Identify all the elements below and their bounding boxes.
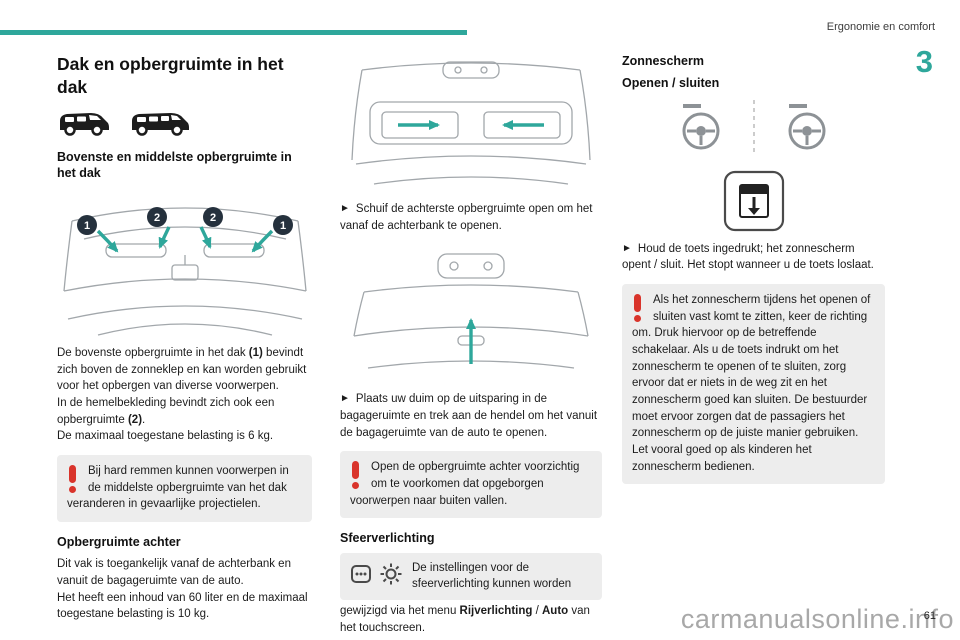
ambient-lighting-icon <box>351 564 371 583</box>
body-paragraph: Het heeft een inhoud van 60 liter en de … <box>57 591 308 621</box>
warning-exclamation-icon <box>69 465 77 494</box>
boot-handle-pull-illustration <box>353 253 589 369</box>
ref-2: (2) <box>127 413 143 426</box>
step-arrow-icon: ► <box>340 203 350 214</box>
page-number: 61 <box>923 610 936 622</box>
headliner-line-art <box>351 61 591 185</box>
roof-storage-overview-illustration: 1 2 2 1 <box>62 207 307 336</box>
sunshade-switch-icon <box>738 183 769 218</box>
warning-exclamation-icon <box>352 461 360 490</box>
warning-box-open-carefully: Open de opbergruimte achter voorzichtig … <box>340 451 602 519</box>
warning-text: Open de opbergruimte achter voorzichtig … <box>350 461 580 507</box>
watermark: carmanualsonline.info <box>680 604 954 634</box>
roof-line-art <box>62 207 307 336</box>
section-heading-ambient-lighting: Sfeerverlichting <box>340 531 435 546</box>
column-middle: ►Schuif de achterste opbergruimte open o… <box>340 48 602 636</box>
page-title: Dak en opbergruimte in het dak <box>57 54 284 97</box>
info-box-ambient-lighting: De instellingen voor de sfeerverlichting… <box>340 552 602 600</box>
menu-driving-lighting: Rijverlichting <box>459 604 533 617</box>
badge-1-left: 1 <box>83 220 89 232</box>
sunshade-switch-illustration <box>723 170 784 231</box>
steering-wheel-icon <box>788 103 825 149</box>
warning-exclamation-icon <box>634 293 642 322</box>
section-accent-bar <box>0 30 467 35</box>
steering-wheel-icon <box>682 103 719 149</box>
step-instruction-slide-open: ►Schuif de achterste opbergruimte open o… <box>340 203 593 232</box>
body-paragraph: Dit vak is toegankelijk vanaf de achterb… <box>57 558 291 587</box>
ref-1: (1) <box>248 347 263 359</box>
step-arrow-icon: ► <box>340 393 350 405</box>
sunshade-positions-illustration <box>682 99 825 154</box>
column-left: Dak en opbergruimte in het dak Bovenste … <box>57 53 312 623</box>
column-right: Zonnescherm Openen / sluiten <box>622 53 885 490</box>
badge-1-right: 1 <box>279 220 285 232</box>
body-paragraph: In de hemelbekleding bevindt zich ook ee… <box>57 397 275 426</box>
badge-2-right: 2 <box>209 212 215 224</box>
ambient-box-text: De instellingen voor de sfeerverlichting… <box>412 561 572 591</box>
van-long-icon <box>132 112 189 136</box>
section-heading-rear-storage: Opbergruimte achter <box>57 535 181 550</box>
storage-direction-arrows <box>96 226 273 253</box>
storage-number-badges: 1 2 2 1 <box>76 207 293 235</box>
body-paragraph: De bovenste opbergruimte in het dak (1) … <box>57 347 307 393</box>
warning-text: Bij hard remmen kunnen voorwerpen in de … <box>67 465 289 511</box>
warning-box-sunshade: Als het zonnescherm tijdens het openen o… <box>622 283 885 485</box>
ambient-continued-text: gewijzigd via het menu Rijverlichting / … <box>340 604 590 634</box>
running-header: Ergonomie en comfort <box>826 21 935 33</box>
brightness-sun-icon <box>380 563 402 585</box>
van-short-icon <box>60 112 109 136</box>
body-paragraph: De maximaal toegestane belasting is 6 kg… <box>57 430 274 443</box>
step-arrow-icon: ► <box>622 242 632 254</box>
section-heading-open-close: Openen / sluiten <box>622 76 720 91</box>
step-instruction-hold-button: ►Houd de toets ingedrukt; het zonnescher… <box>622 242 874 272</box>
menu-auto: Auto <box>542 604 569 617</box>
step-instruction-thumb-recess: ►Plaats uw duim op de uitsparing in de b… <box>340 393 598 439</box>
warning-text: Als het zonnescherm tijdens het openen o… <box>632 293 871 473</box>
vehicle-variant-icons <box>57 107 312 137</box>
badge-2-left: 2 <box>153 212 159 224</box>
chapter-number: 3 <box>915 44 933 79</box>
section-heading-sunshade: Zonnescherm <box>622 54 704 68</box>
section-heading-upper-middle-storage: Bovenste en middelste opbergruimte in he… <box>57 149 292 180</box>
ambient-icons <box>349 560 403 586</box>
rear-roof-storage-slide-illustration <box>351 61 591 185</box>
warning-box-projectiles: Bij hard remmen kunnen voorwerpen in de … <box>57 455 312 523</box>
